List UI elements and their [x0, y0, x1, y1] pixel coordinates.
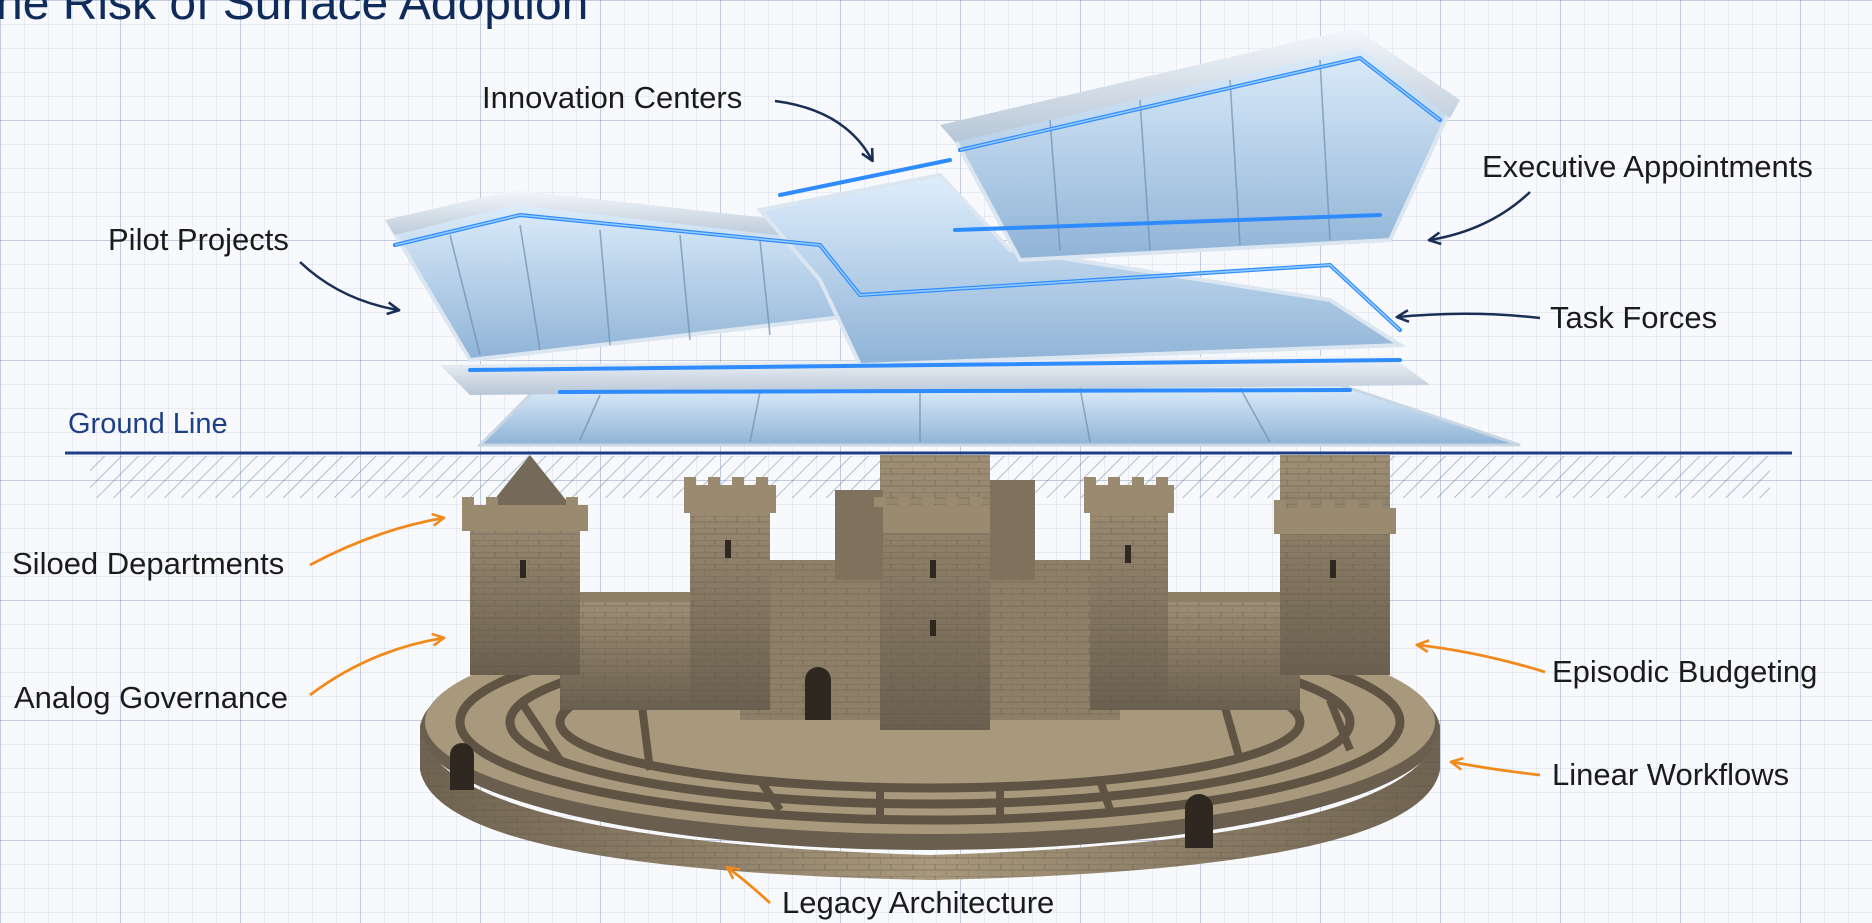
label-episodic-budgeting: Episodic Budgeting: [1552, 654, 1818, 689]
surface-arrows: [299, 99, 1541, 318]
label-linear-workflows: Linear Workflows: [1552, 757, 1790, 792]
arrow-siloed-departments: [309, 518, 443, 567]
arrow-analog-governance: [309, 638, 443, 697]
arrow-innovation-centers: [774, 99, 872, 160]
label-task-forces: Task Forces: [1550, 300, 1718, 335]
arrow-executive-appointments: [1430, 191, 1531, 240]
label-pilot-projects: Pilot Projects: [108, 222, 289, 257]
glass-building-illustration: [385, 28, 1521, 447]
diagram-title: he Risk of Surface Adoption: [0, 0, 589, 30]
label-innovation-centers: Innovation Centers: [482, 80, 743, 115]
label-legacy-architecture: Legacy Architecture: [782, 885, 1055, 920]
arrow-legacy-architecture: [728, 868, 771, 905]
label-siloed-departments: Siloed Departments: [12, 546, 285, 581]
arrow-task-forces: [1398, 314, 1541, 318]
label-analog-governance: Analog Governance: [14, 680, 289, 715]
label-executive-appointments: Executive Appointments: [1482, 149, 1813, 184]
legacy-arrows: [309, 518, 1546, 905]
arrow-episodic-budgeting: [1418, 645, 1546, 674]
arrow-linear-workflows: [1452, 762, 1541, 777]
arrow-pilot-projects: [299, 261, 398, 310]
castle-illustration: [420, 455, 1440, 880]
ground-line-label: Ground Line: [68, 408, 228, 440]
